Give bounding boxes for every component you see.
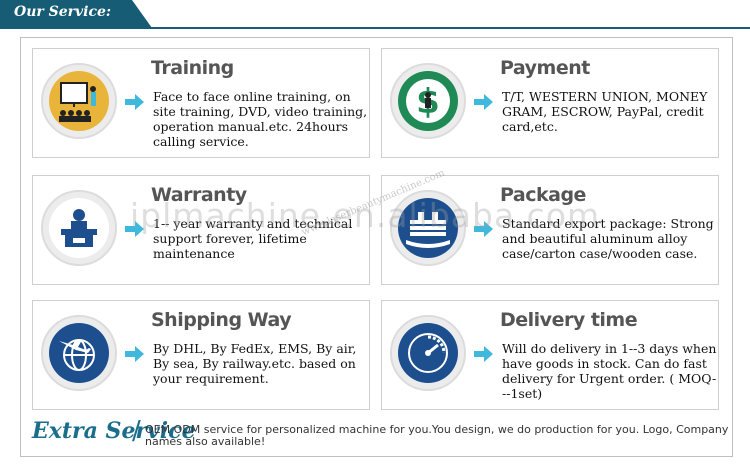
header-title: Our Service: bbox=[14, 4, 112, 20]
arrow-right-icon bbox=[125, 94, 144, 110]
warranty-icon bbox=[49, 198, 109, 258]
card-text: 1-- year warranty and technical support … bbox=[153, 216, 353, 261]
header-tab bbox=[0, 0, 152, 28]
card-title: Warranty bbox=[151, 184, 247, 206]
service-card-training: Training Face to face online training, o… bbox=[32, 48, 370, 158]
warranty-badge bbox=[41, 190, 117, 266]
shipping-badge bbox=[41, 315, 117, 391]
delivery-badge bbox=[390, 315, 466, 391]
extra-service-slash: / bbox=[132, 416, 141, 446]
payment-icon: $ bbox=[398, 71, 458, 131]
watermark-main: iplmachine.en.alibaba.com bbox=[130, 196, 601, 235]
service-card-delivery: Delivery time Will do delivery in 1--3 d… bbox=[381, 300, 719, 410]
package-icon bbox=[398, 198, 458, 258]
training-badge bbox=[41, 63, 117, 139]
card-text: Face to face online training, on site tr… bbox=[153, 89, 368, 149]
arrow-right-icon bbox=[474, 221, 493, 237]
arrow-right-icon bbox=[474, 94, 493, 110]
package-badge bbox=[390, 190, 466, 266]
section-header: Our Service: bbox=[0, 0, 750, 30]
shipping-icon bbox=[49, 323, 109, 383]
payment-badge: $ bbox=[390, 63, 466, 139]
arrow-right-icon bbox=[125, 346, 144, 362]
training-icon bbox=[49, 71, 109, 131]
card-title: Package bbox=[500, 184, 586, 206]
card-title: Training bbox=[151, 57, 234, 79]
card-text: Standard export package: Strong and beau… bbox=[502, 216, 714, 261]
service-card-payment: $ Payment T/T, WESTERN UNION, MONEY GRAM… bbox=[381, 48, 719, 158]
card-text: By DHL, By FedEx, EMS, By air, By sea, B… bbox=[153, 341, 357, 386]
service-card-package: Package Standard export package: Strong … bbox=[381, 175, 719, 285]
arrow-right-icon bbox=[474, 346, 493, 362]
card-text: T/T, WESTERN UNION, MONEY GRAM, ESCROW, … bbox=[502, 89, 708, 134]
card-title: Delivery time bbox=[500, 309, 638, 331]
header-divider bbox=[0, 27, 750, 29]
extra-service-label: Extra Service bbox=[32, 418, 196, 444]
card-title: Shipping Way bbox=[151, 309, 292, 331]
delivery-icon bbox=[398, 323, 458, 383]
arrow-right-icon bbox=[125, 221, 144, 237]
card-title: Payment bbox=[500, 57, 590, 79]
extra-service-text: OEM ODM service for personalized machine… bbox=[145, 423, 729, 448]
card-text: Will do delivery in 1--3 days when have … bbox=[502, 341, 717, 401]
service-card-shipping: Shipping Way By DHL, By FedEx, EMS, By a… bbox=[32, 300, 370, 410]
service-card-warranty: Warranty 1-- year warranty and technical… bbox=[32, 175, 370, 285]
